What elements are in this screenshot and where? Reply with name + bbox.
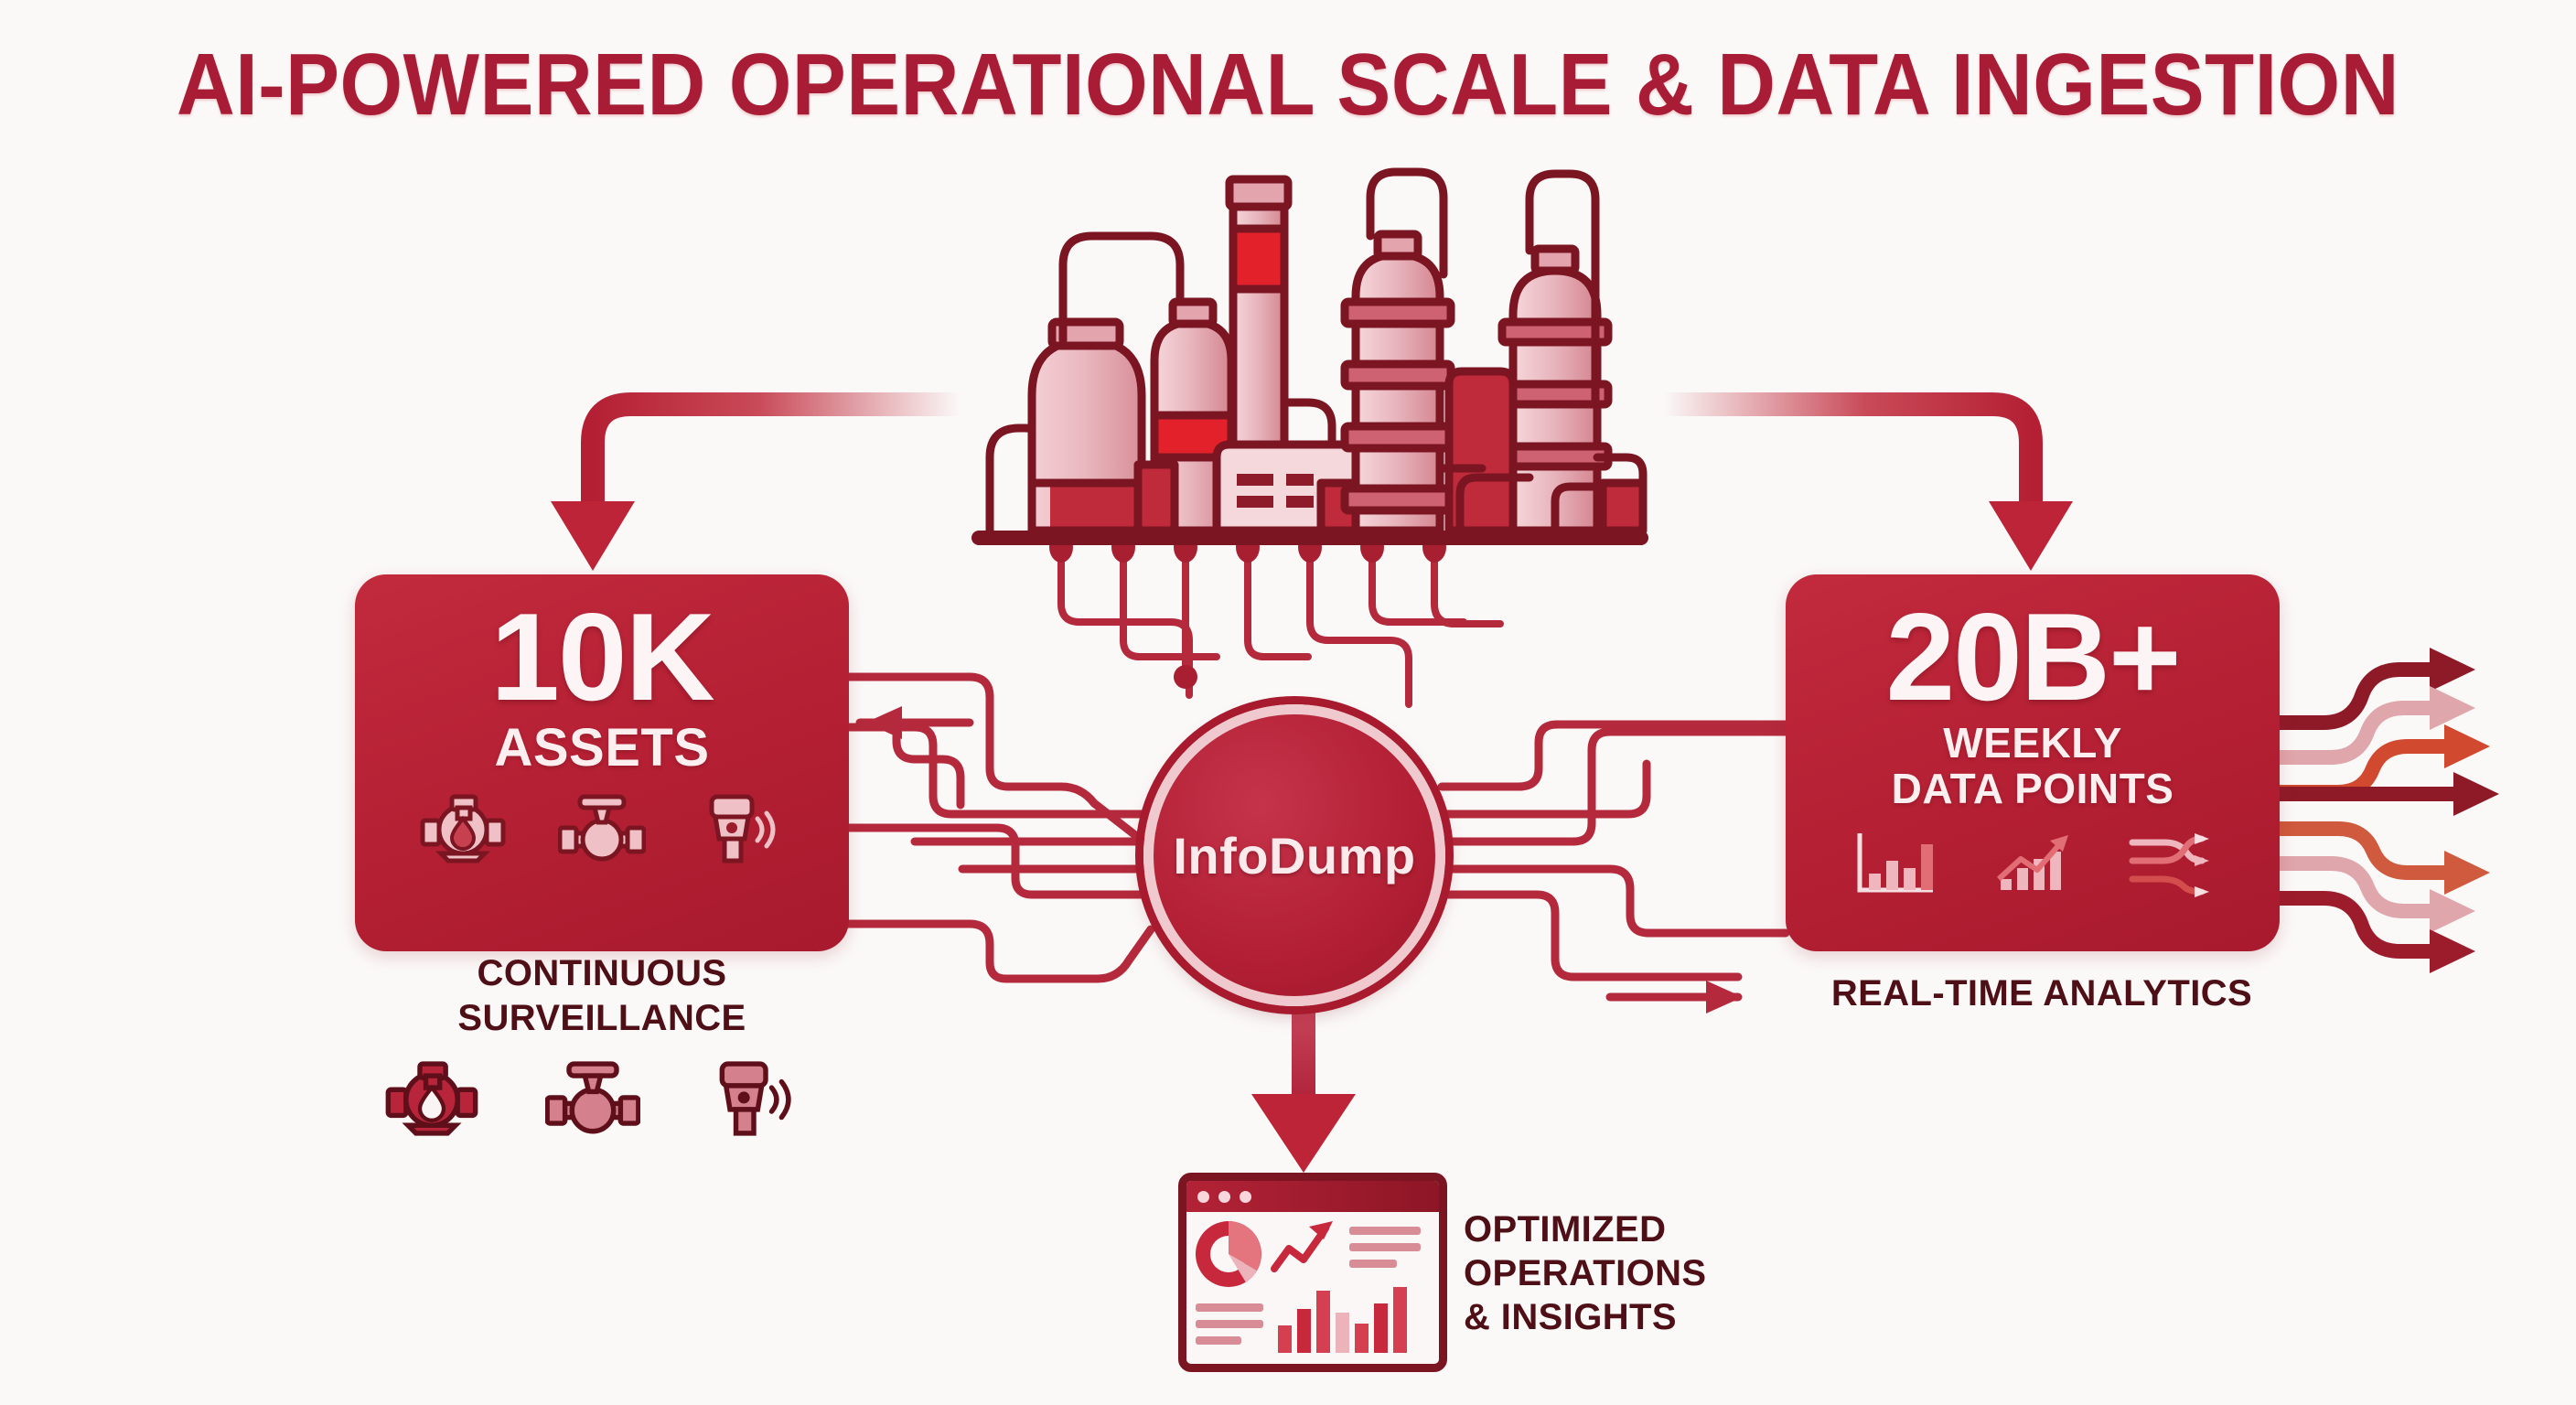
window-dot-minimize bbox=[1218, 1190, 1230, 1203]
window-dot-maximize bbox=[1240, 1190, 1251, 1203]
caption-line-1: CONTINUOUS bbox=[477, 953, 727, 993]
data-flow-icon bbox=[2129, 832, 2209, 897]
dashboard-titlebar bbox=[1186, 1181, 1439, 1212]
stat-card-data-points[interactable]: 20B+ WEEKLY DATA POINTS bbox=[1786, 574, 2280, 951]
pump-icon bbox=[385, 1061, 478, 1136]
feedback-arrow-left bbox=[865, 706, 902, 739]
sensor-icon bbox=[709, 794, 776, 863]
caption-line-3: & INSIGHTS bbox=[1464, 1297, 1677, 1337]
data-points-unit-2: DATA POINTS bbox=[1891, 765, 2174, 813]
hub-label: InfoDump bbox=[1173, 826, 1416, 885]
arrow-to-left-card bbox=[551, 392, 961, 571]
feedback-arrow-right bbox=[1706, 981, 1743, 1014]
valve-icon bbox=[558, 794, 646, 862]
dashboard-content bbox=[1196, 1221, 1421, 1353]
data-points-unit-1: WEEKLY bbox=[1943, 719, 2122, 767]
output-arrow-group bbox=[2241, 662, 2470, 959]
output-arrowheads bbox=[2430, 648, 2499, 973]
page-title: AI-POWERED OPERATIONAL SCALE & DATA INGE… bbox=[177, 36, 2399, 134]
text-lines-icon bbox=[1349, 1227, 1421, 1268]
central-hub[interactable]: InfoDump bbox=[1143, 704, 1445, 1006]
dashboard-window[interactable] bbox=[1178, 1173, 1447, 1372]
data-points-value: 20B+ bbox=[1885, 587, 2182, 726]
assets-unit: ASSETS bbox=[494, 718, 710, 778]
caption-line-2: OPERATIONS bbox=[1464, 1253, 1707, 1293]
assets-value: 10K bbox=[490, 587, 714, 726]
bar-chart-icon bbox=[1278, 1287, 1407, 1353]
caption-line-1: OPTIMIZED bbox=[1464, 1209, 1667, 1249]
pump-icon bbox=[420, 794, 506, 863]
caption-optimized-operations: OPTIMIZED OPERATIONS & INSIGHTS bbox=[1464, 1207, 1848, 1339]
equipment-icon-row bbox=[384, 1059, 801, 1138]
sensor-icon bbox=[719, 1061, 791, 1136]
trend-arrow-icon bbox=[1271, 1221, 1333, 1272]
analytics-icon-row bbox=[1852, 828, 2213, 897]
stat-card-assets[interactable]: 10K ASSETS bbox=[355, 574, 849, 951]
arrow-to-dashboard bbox=[1251, 1010, 1356, 1173]
caption-line-2: SURVEILLANCE bbox=[457, 997, 746, 1038]
window-dot-close bbox=[1197, 1190, 1209, 1203]
line-chart-icon bbox=[1996, 834, 2068, 890]
text-lines-icon bbox=[1196, 1303, 1263, 1345]
valve-icon bbox=[545, 1061, 640, 1134]
bar-chart-icon bbox=[1857, 832, 1933, 893]
donut-chart-icon bbox=[1196, 1221, 1261, 1287]
assets-icon-row bbox=[419, 793, 785, 864]
caption-continuous-surveillance: CONTINUOUS SURVEILLANCE bbox=[355, 951, 849, 1041]
arrow-to-right-card bbox=[1663, 392, 2073, 571]
caption-real-time-analytics: REAL-TIME ANALYTICS bbox=[1830, 973, 2253, 1014]
